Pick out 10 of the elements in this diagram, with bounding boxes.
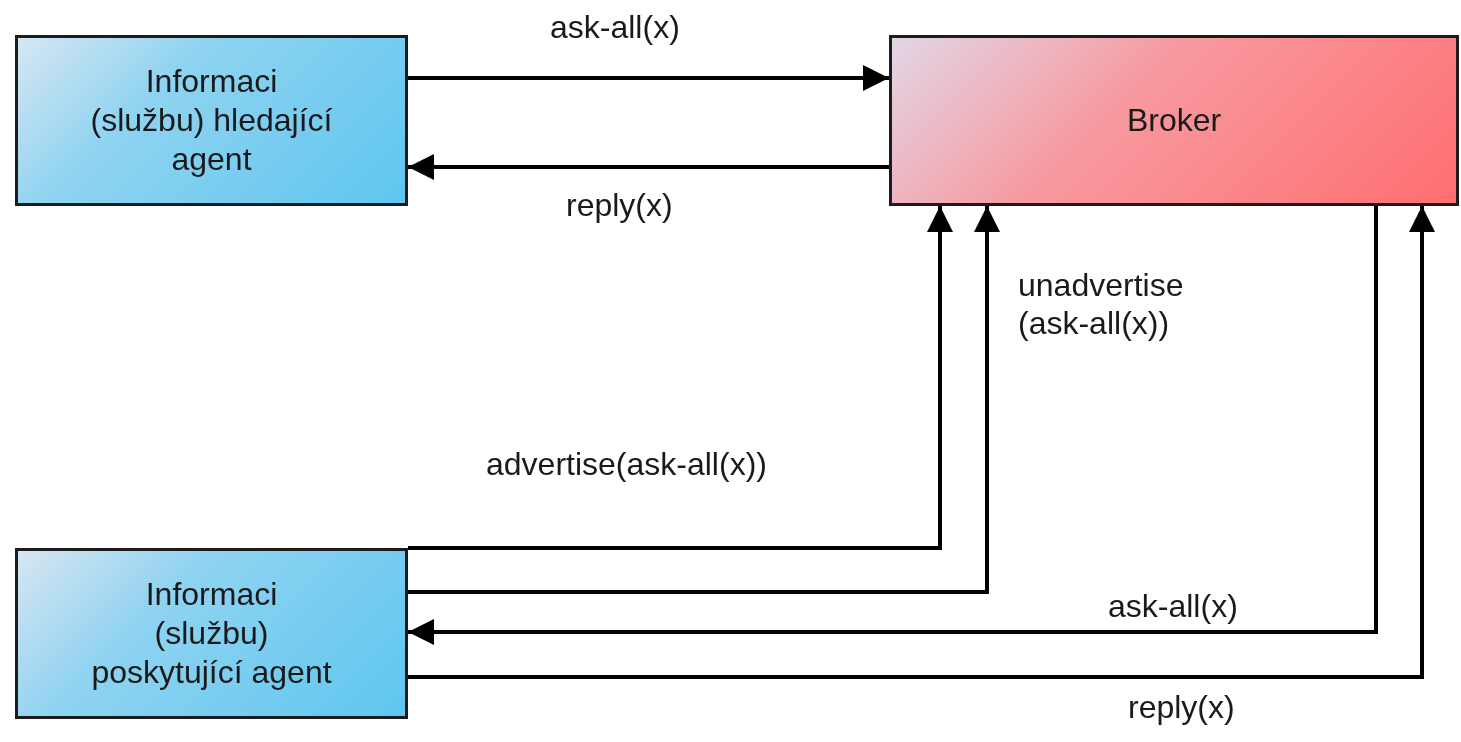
node-label: Informaci (službu) hledající agent <box>89 61 334 179</box>
broker-box <box>889 35 1459 206</box>
arrow <box>408 206 953 550</box>
node-label: Broker <box>1125 101 1223 140</box>
node-label: Informaci (službu) poskytující agent <box>90 574 333 692</box>
agent-box <box>15 548 408 719</box>
arrow <box>408 206 1000 594</box>
arrow <box>408 154 889 180</box>
arrow <box>408 65 889 91</box>
agent-box <box>15 35 408 206</box>
